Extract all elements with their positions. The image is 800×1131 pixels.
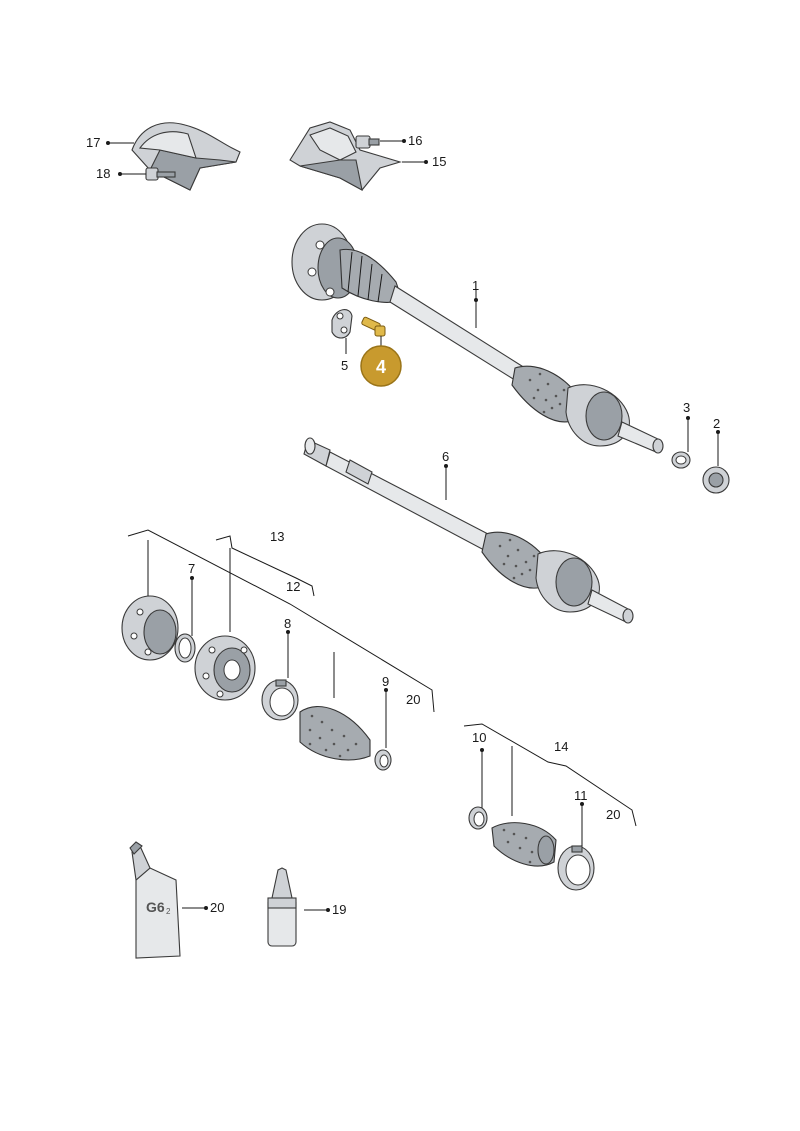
plate-part-5[interactable] (331, 309, 353, 339)
callout-20-c: 20 (210, 900, 224, 915)
callout-4: 4 (376, 357, 386, 377)
boot-part-14[interactable] (491, 822, 557, 867)
clamp-part-8[interactable] (261, 679, 299, 721)
tube-label-sub: 2 (166, 907, 171, 916)
callout-13: 13 (270, 529, 284, 544)
clamp-part-11[interactable] (557, 845, 595, 891)
grease-tube-part-20[interactable]: G6 2 (129, 841, 181, 959)
callout-15: 15 (432, 154, 446, 169)
callout-11: 11 (574, 788, 588, 803)
callout-12: 12 (286, 579, 300, 594)
boot-part-13[interactable] (299, 706, 371, 761)
joint-part-12[interactable] (194, 635, 256, 701)
clamp-part-9[interactable] (374, 749, 392, 771)
callout-5: 5 (341, 358, 348, 373)
callout-16: 16 (408, 133, 422, 148)
callout-14: 14 (554, 739, 568, 754)
drive-shaft-part-1[interactable] (291, 223, 664, 454)
nut-part-2[interactable] (702, 466, 730, 494)
tube-label: G6 (146, 899, 165, 915)
flange-housing[interactable] (121, 595, 179, 661)
callout-3: 3 (683, 400, 690, 415)
callout-20-b: 20 (606, 807, 620, 822)
bolt-part-4-highlighted[interactable] (361, 316, 386, 337)
callout-2: 2 (713, 416, 720, 431)
callout-6: 6 (442, 449, 449, 464)
callout-7: 7 (188, 561, 195, 576)
highlight-badge-part-4[interactable]: 4 (360, 336, 402, 387)
leader-lines (106, 139, 720, 912)
callout-19: 19 (332, 902, 346, 917)
washer-part-3[interactable] (671, 451, 691, 469)
sealant-bottle-part-19[interactable] (267, 867, 297, 947)
callout-20-a: 20 (406, 692, 420, 707)
circlip-part-7[interactable] (174, 633, 196, 663)
callout-10: 10 (472, 730, 486, 745)
callout-8: 8 (284, 616, 291, 631)
drive-shaft-part-6[interactable] (303, 437, 634, 624)
callout-labels: 17 18 16 15 1 3 2 5 6 13 12 7 8 9 20 10 … (86, 133, 720, 917)
callout-9: 9 (382, 674, 389, 689)
callout-1: 1 (472, 278, 479, 293)
heat-shield-part-15[interactable] (289, 121, 402, 192)
bolt-part-16[interactable] (355, 135, 380, 149)
callout-17: 17 (86, 135, 100, 150)
callout-18: 18 (96, 166, 110, 181)
clamp-part-10[interactable] (468, 806, 488, 830)
